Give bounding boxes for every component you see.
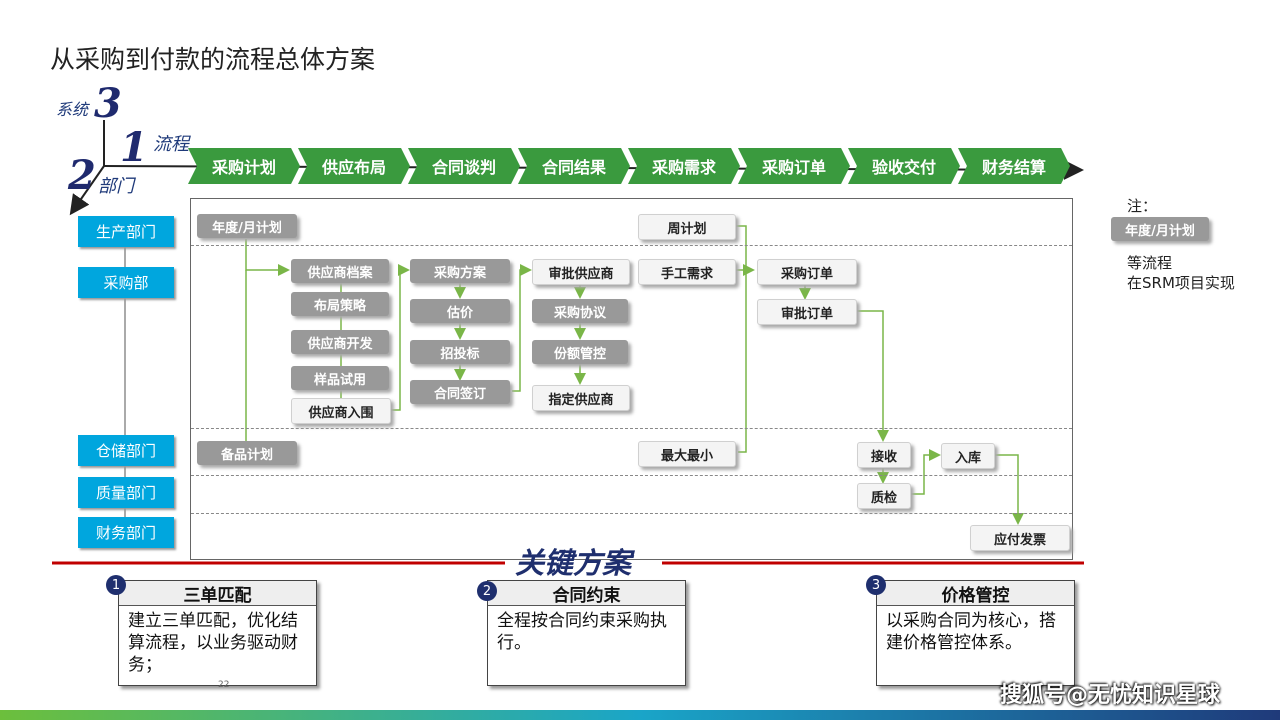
node-annual-plan: 年度/月计划 [197,214,297,238]
node-weekly-plan: 周计划 [638,214,736,240]
system-axis-label: 系统 [56,100,89,119]
phase-contract-negotiation: 合同谈判 [408,148,520,184]
lane-divider [191,245,1072,246]
node-quality-inspection: 质检 [857,483,911,509]
node-approve-order: 审批订单 [757,299,857,325]
phase-procurement-plan: 采购计划 [188,148,300,184]
node-sample-trial: 样品试用 [291,366,389,390]
node-warehousing: 入库 [941,443,995,469]
dept-finance: 财务部门 [78,517,174,548]
node-supplier-file: 供应商档案 [291,259,389,283]
card-number-badge: 1 [106,575,126,595]
node-designated-supplier: 指定供应商 [532,385,630,411]
system-axis-number: 3 [94,80,122,127]
phase-purchase-demand: 采购需求 [628,148,740,184]
dept-production: 生产部门 [78,216,174,247]
dept-axis-number: 2 [68,152,96,199]
process-axis-number: 1 [120,124,148,171]
node-purchase-order: 采购订单 [757,259,857,285]
node-purchase-plan: 采购方案 [410,259,510,283]
dept-axis-label: 部门 [98,176,134,197]
card-number-badge: 2 [477,581,497,601]
node-purchase-agreement: 采购协议 [532,299,628,323]
phase-purchase-order: 采购订单 [738,148,850,184]
dept-quality: 质量部门 [78,477,174,508]
node-quota-control: 份额管控 [532,340,628,364]
card-title: 合同约束 [488,581,685,606]
card-number-badge: 3 [866,575,886,595]
phase-supply-layout: 供应布局 [298,148,410,184]
note-line-2: 在SRM项目实现 [1127,274,1235,292]
swimlane-frame [190,198,1073,560]
card-title: 三单匹配 [119,581,316,606]
node-approve-supplier: 审批供应商 [532,259,630,285]
lane-divider [191,475,1072,476]
card-body: 全程按合同约束采购执行。 [497,611,667,653]
card-title: 价格管控 [877,581,1074,606]
solution-card-2: 合同约束 全程按合同约束采购执行。 [487,580,686,686]
note-tag: 年度/月计划 [1111,217,1209,241]
process-axis-label: 流程 [153,134,189,155]
node-valuation: 估价 [410,299,510,323]
dept-warehouse: 仓储部门 [78,435,174,466]
node-layout-strategy: 布局策略 [291,292,389,316]
node-contract-signing: 合同签订 [410,380,510,404]
lane-divider [191,513,1072,514]
phase-contract-result: 合同结果 [518,148,630,184]
bottom-bar [0,710,1280,720]
lane-divider [191,428,1072,429]
node-bidding: 招投标 [410,340,510,364]
watermark: 搜狐号@无忧知识星球 [1000,683,1221,708]
node-receive: 接收 [857,442,911,468]
phase-acceptance-delivery: 验收交付 [848,148,960,184]
dept-axis [69,165,105,216]
phase-financial-settlement: 财务结算 [958,148,1070,184]
node-manual-demand: 手工需求 [638,259,736,285]
note-label: 注： [1127,197,1158,215]
node-max-min: 最大最小 [638,441,736,467]
node-spare-parts-plan: 备品计划 [197,441,297,465]
key-solution-heading: 关键方案 [515,546,632,580]
page-title: 从采购到付款的流程总体方案 [50,45,376,74]
solution-card-3: 价格管控 以采购合同为核心，搭建价格管控体系。 [876,580,1075,686]
card-body: 建立三单匹配，优化结算流程，以业务驱动财务； [128,611,298,675]
node-payable-invoice: 应付发票 [970,525,1070,551]
page-number: 22 [218,680,230,690]
node-supplier-development: 供应商开发 [291,330,389,354]
node-supplier-shortlist: 供应商入围 [291,398,391,424]
note-line-1: 等流程 [1127,254,1173,272]
card-body: 以采购合同为核心，搭建价格管控体系。 [886,611,1056,653]
dept-purchasing: 采购部 [78,267,174,298]
solution-card-1: 三单匹配 建立三单匹配，优化结算流程，以业务驱动财务； [118,580,317,686]
